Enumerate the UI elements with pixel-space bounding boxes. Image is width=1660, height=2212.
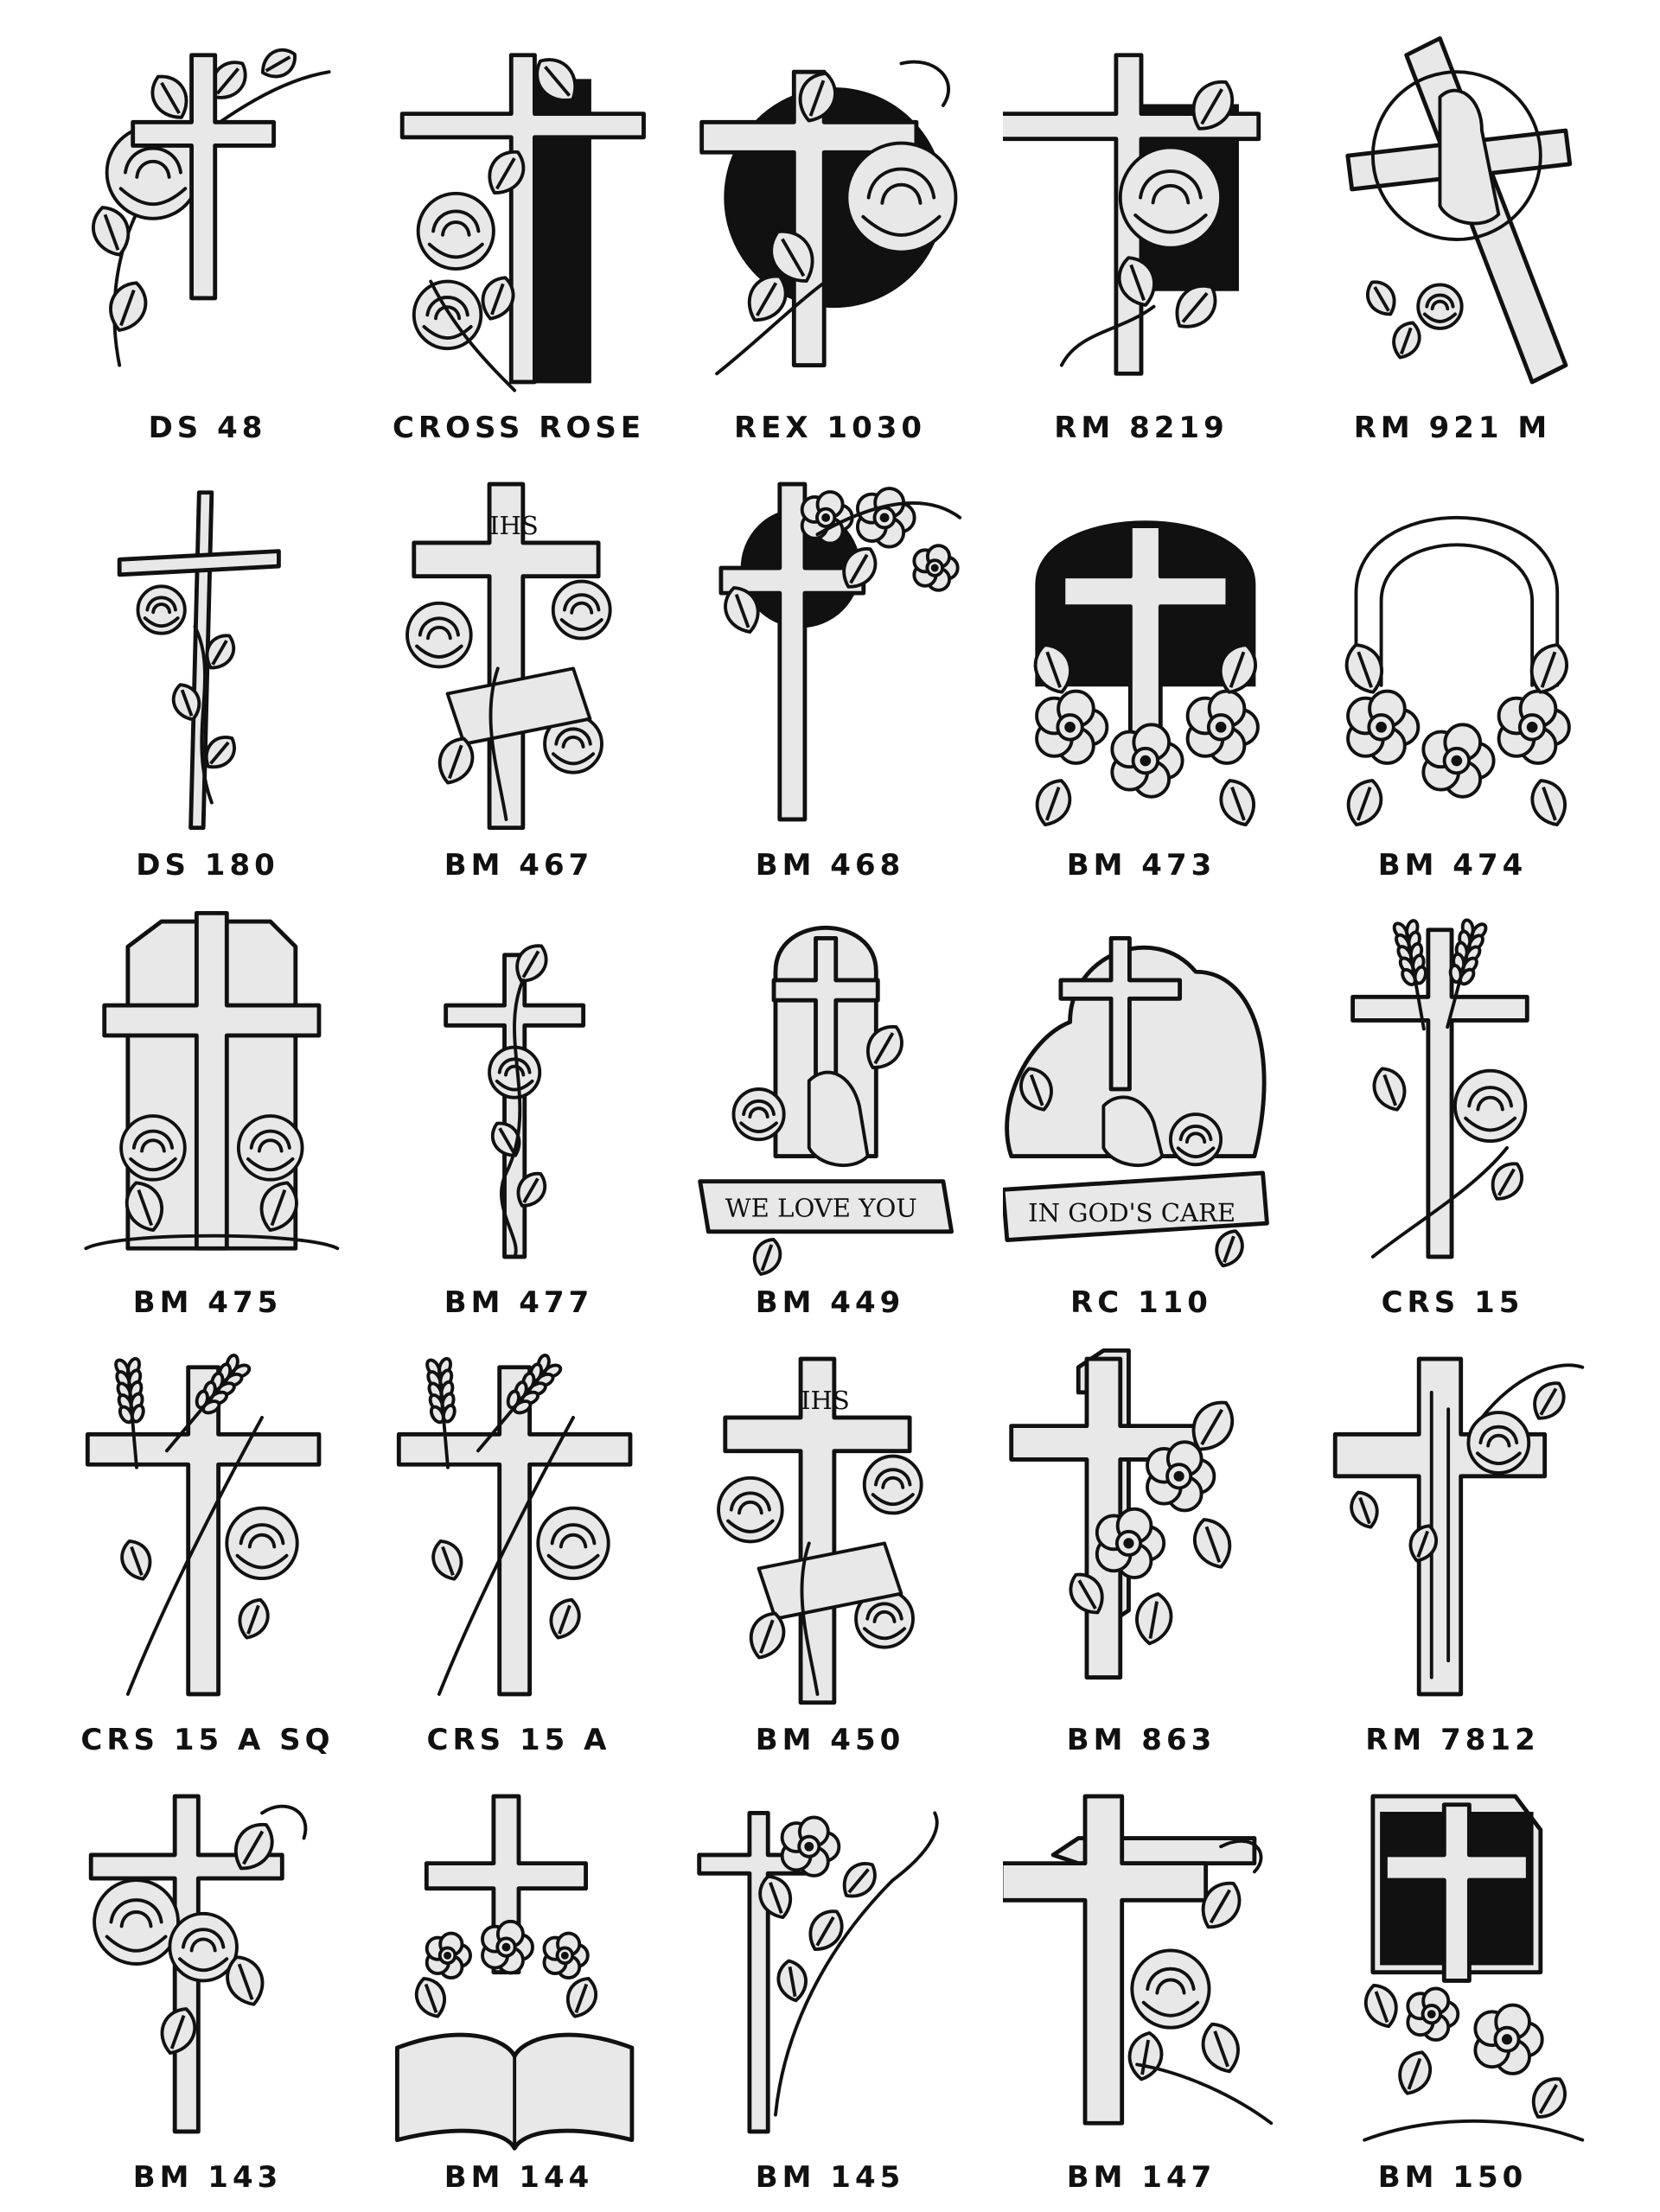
cross-wheat-rose-icon bbox=[1350, 918, 1529, 1259]
design-card: BM 474 bbox=[1297, 455, 1608, 892]
rustic-log-cross-rose-icon bbox=[1332, 1356, 1585, 1697]
cross-rose-icon bbox=[399, 53, 646, 392]
design-code-label: BM 467 bbox=[444, 848, 594, 883]
design-code-label: RM 7812 bbox=[1365, 1723, 1540, 1757]
design-card: BM 475 bbox=[52, 892, 363, 1329]
design-code-label: BM 473 bbox=[1066, 848, 1216, 883]
praying-hands-cloud-banner-icon: IN GOD'S CARE bbox=[1003, 936, 1269, 1268]
design-code-label: CROSS ROSE bbox=[392, 411, 646, 445]
ihs-cross-bible-rosary-icon: IHS bbox=[717, 1356, 923, 1705]
design-code-label: BM 474 bbox=[1377, 848, 1528, 883]
cross-flower-vine-icon bbox=[697, 1811, 939, 2134]
cross-rose-icon bbox=[88, 1794, 308, 2134]
design-code-label: BM 475 bbox=[132, 1285, 283, 1320]
cross-wheat-rose-icon bbox=[85, 1353, 322, 1697]
design-card: BM 150 bbox=[1297, 1767, 1608, 2204]
we-love-you-banner-text: WE LOVE YOU bbox=[725, 1193, 917, 1222]
ihs-cross-bible-rosary-icon: IHS bbox=[405, 481, 612, 831]
design-code-label: DS 180 bbox=[136, 848, 279, 883]
cross-rose-icon bbox=[1003, 53, 1261, 376]
cross-rose-corner-icon bbox=[92, 48, 331, 367]
design-code-label: BM 468 bbox=[755, 848, 905, 883]
design-card: BM 473 bbox=[986, 455, 1297, 892]
cross-flower-corner-icon bbox=[718, 481, 962, 822]
design-card: CRS 15 A SQ bbox=[52, 1329, 363, 1767]
cross-wheat-rose-icon bbox=[396, 1353, 633, 1697]
cross-vine-rose-icon bbox=[444, 944, 586, 1259]
design-card: IHS BM 467 bbox=[363, 455, 674, 892]
design-card: DS 48 bbox=[52, 17, 363, 455]
design-card: BM 145 bbox=[674, 1767, 986, 2204]
cross-bible-flowers-icon bbox=[394, 1794, 635, 2151]
design-code-label: BM 144 bbox=[444, 2160, 594, 2195]
design-code-label: CRS 15 bbox=[1381, 1285, 1524, 1320]
design-card: RM 7812 bbox=[1297, 1329, 1608, 1767]
praying-hands-cross-icon bbox=[1345, 35, 1573, 385]
in-gods-care-banner-text: IN GOD'S CARE bbox=[1028, 1198, 1235, 1227]
design-code-label: BM 143 bbox=[132, 2160, 283, 2195]
design-code-label: RM 8219 bbox=[1054, 411, 1229, 445]
ihs-text: IHS bbox=[489, 511, 539, 540]
design-code-label: BM 150 bbox=[1377, 2160, 1528, 2195]
slim-cross-rose-icon bbox=[117, 490, 281, 831]
design-code-label: REX 1030 bbox=[733, 411, 927, 445]
design-card: REX 1030 bbox=[674, 17, 986, 455]
design-code-label: CRS 15 A bbox=[426, 1723, 611, 1757]
3d-cross-dogwood-icon bbox=[1009, 1348, 1235, 1680]
design-card: WE LOVE YOU BM 449 bbox=[674, 892, 986, 1329]
design-card: BM 468 bbox=[674, 455, 986, 892]
design-card: BM 143 bbox=[52, 1767, 363, 2204]
design-code-label: RC 110 bbox=[1070, 1285, 1212, 1320]
design-code-label: BM 450 bbox=[755, 1723, 905, 1757]
design-code-label: RM 921 M bbox=[1353, 411, 1552, 445]
design-card: BM 477 bbox=[363, 892, 674, 1329]
design-code-label: BM 863 bbox=[1066, 1723, 1216, 1757]
design-card: IHS BM 450 bbox=[674, 1329, 986, 1767]
design-card: CRS 15 A bbox=[363, 1329, 674, 1767]
cross-window-roses-icon bbox=[84, 910, 340, 1251]
design-card: DS 180 bbox=[52, 455, 363, 892]
design-card: BM 147 bbox=[986, 1767, 1297, 2204]
design-card: BM 863 bbox=[986, 1329, 1297, 1767]
ihs-text: IHS bbox=[801, 1386, 850, 1415]
arch-cross-flowers-icon bbox=[1033, 520, 1260, 826]
design-code-label: DS 48 bbox=[148, 411, 267, 445]
design-card: RM 8219 bbox=[986, 17, 1297, 455]
design-code-label: BM 145 bbox=[755, 2160, 905, 2195]
design-code-label: BM 477 bbox=[444, 1285, 594, 1320]
3d-cross-rose-scroll-icon bbox=[1003, 1794, 1274, 2126]
design-catalog-grid: DS 48 CROSS ROSE REX 1030 RM 8219 RM 921 M DS… bbox=[52, 17, 1608, 2204]
praying-hands-banner-icon: WE LOVE YOU bbox=[698, 925, 954, 1276]
design-card: IN GOD'S CARE RC 110 bbox=[986, 892, 1297, 1329]
arch-flowers-icon bbox=[1344, 515, 1571, 826]
design-card: BM 144 bbox=[363, 1767, 674, 2204]
cross-rose-scroll-icon bbox=[699, 60, 958, 376]
design-code-label: CRS 15 A SQ bbox=[80, 1723, 335, 1757]
design-card: CRS 15 bbox=[1297, 892, 1608, 1329]
design-code-label: BM 449 bbox=[755, 1285, 905, 1320]
design-card: RM 921 M bbox=[1297, 17, 1608, 455]
design-card: CROSS ROSE bbox=[363, 17, 674, 455]
cross-plaque-flowers-icon bbox=[1363, 1794, 1585, 2142]
design-code-label: BM 147 bbox=[1066, 2160, 1216, 2195]
